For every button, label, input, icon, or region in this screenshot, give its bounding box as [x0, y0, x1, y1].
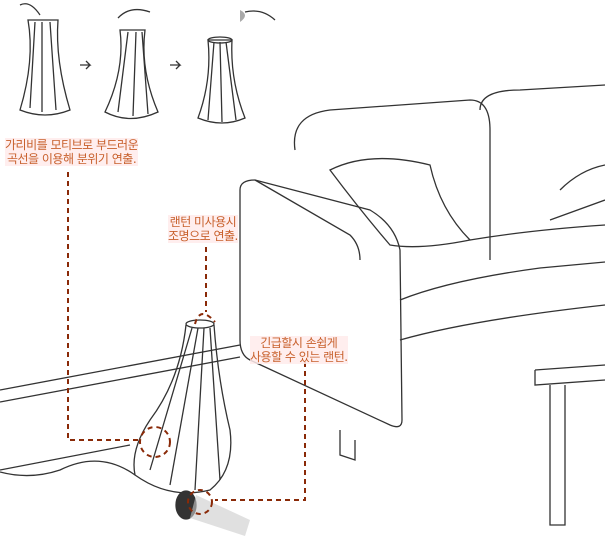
annotation-line: 랜턴 미사용시: [169, 215, 237, 229]
annotation-lighting-mode: 랜턴 미사용시 조명으로 연출.: [168, 215, 238, 243]
leader-lines: [67, 172, 306, 515]
annotation-scallop-motif: 가리비를 모티브로 부드러운 곡선을 이용해 분위기 연출.: [5, 138, 139, 166]
sofa: [239, 84, 605, 526]
annotation-line: 조명으로 연출.: [168, 229, 238, 243]
wall-baseboard: [0, 344, 241, 471]
annotation-line: 곡선을 이용해 분위기 연출.: [6, 152, 137, 166]
annotation-line: 사용할 수 있는 랜턴.: [250, 350, 348, 364]
annotation-emergency-lantern: 긴급할시 손쉽게 사용할 수 있는 랜턴.: [250, 336, 348, 364]
annotation-line: 가리비를 모티브로 부드러운: [5, 138, 139, 152]
shade-sequence: [19, 3, 276, 124]
lamp: [0, 10, 250, 536]
annotation-line: 긴급할시 손쉽게: [260, 336, 338, 350]
